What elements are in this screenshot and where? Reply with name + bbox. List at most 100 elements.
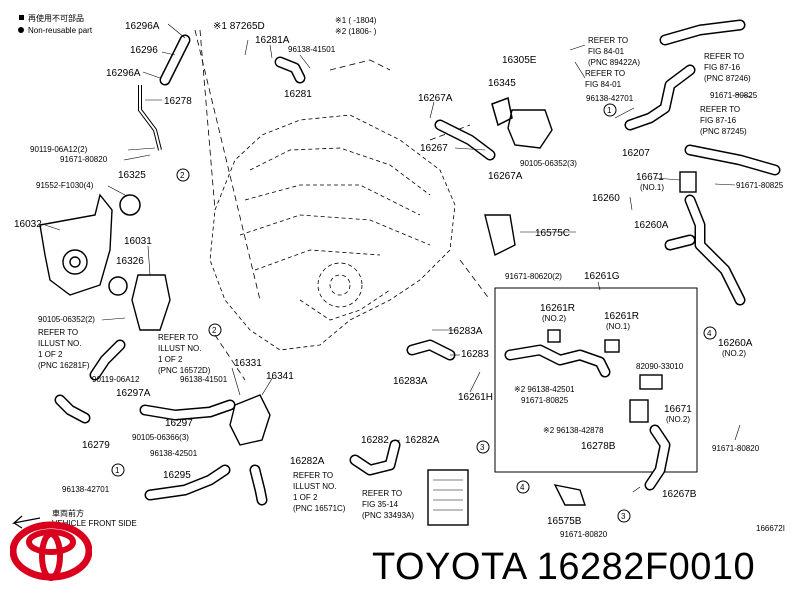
label-16261H: 16261H (458, 392, 493, 403)
label-91671-80820-c: 91671-80820 (712, 444, 760, 453)
label-91671-80825-a: 91671-80825 (710, 91, 758, 100)
part-number: 16282F0010 (536, 546, 756, 588)
label-90119-06A12-b: 90119-06A12 (92, 375, 140, 384)
ref5-line3: (PNC 89422A) (588, 58, 640, 67)
label-16326: 16326 (116, 256, 144, 267)
svg-text:3: 3 (621, 512, 626, 521)
label-16282: 16282 (361, 435, 389, 446)
ref1-line4: (PNC 16281F) (38, 361, 90, 370)
label-16278: 16278 (164, 96, 192, 107)
label-16261G: 16261G (584, 271, 620, 282)
label-16279: 16279 (82, 440, 110, 451)
label-96138-42501-a: 96138-42501 (150, 449, 198, 458)
label-96138-41501-a: 96138-41501 (288, 45, 336, 54)
label-16295: 16295 (163, 470, 191, 481)
label-no1-a: (NO.1) (640, 183, 664, 192)
ref8-line1: REFER TO (700, 105, 740, 114)
leader-lines (44, 23, 753, 493)
ref6-line2: FIG 84-01 (585, 80, 622, 89)
legend: 再使用不可部品 Non-reusable part ※1 ( -1804) ※2… (18, 13, 377, 36)
components (39, 96, 697, 526)
toyota-logo (10, 521, 92, 581)
label-90105-06352-a: 90105-06352(2) (38, 315, 95, 324)
label-90105-06366: 90105-06366(3) (132, 433, 189, 442)
ref8-line2: FIG 87-16 (700, 116, 737, 125)
brand-part-title: TOYOTA 16282F0010 (372, 546, 755, 589)
front-label-jp: 車両前方 (52, 508, 84, 518)
label-16341: 16341 (266, 371, 294, 382)
ref7-line1: REFER TO (704, 52, 744, 61)
ref5-line1: REFER TO (588, 36, 628, 45)
svg-text:2: 2 (212, 326, 217, 335)
label-16671-a: 16671 (636, 172, 664, 183)
front-label-en: VEHICLE FRONT SIDE (52, 519, 137, 528)
label-90119-06A12-a: 90119-06A12(2) (30, 145, 88, 154)
label-16345: 16345 (488, 78, 516, 89)
label-16267B: 16267B (662, 489, 697, 500)
ref3-line2: ILLUST NO. (293, 482, 336, 491)
label-16575B: 16575B (547, 516, 582, 527)
ref5-line2: FIG 84-01 (588, 47, 625, 56)
label-16267A-b: 16267A (488, 171, 523, 182)
label-16283A-b: 16283A (393, 376, 428, 387)
label-82090: 82090-33010 (636, 362, 684, 371)
label-16278B: 16278B (581, 441, 616, 452)
label-16207: 16207 (622, 148, 650, 159)
ref1-line2: ILLUST NO. (38, 339, 81, 348)
label-16305E: 16305E (502, 55, 537, 66)
label-16260: 16260 (592, 193, 620, 204)
label-16031: 16031 (124, 236, 152, 247)
label-91671-80825-b: 91671-80825 (736, 181, 784, 190)
engine-block (194, 29, 491, 381)
label-16261R-b: 16261R (604, 311, 639, 322)
label-16282A-a: 16282A (290, 456, 325, 467)
ref2-line4: (PNC 16572D) (158, 366, 211, 375)
brand-name: TOYOTA (372, 546, 526, 588)
label-16267: 16267 (420, 143, 448, 154)
label-16282A-b: 16282A (405, 435, 440, 446)
label-16281A: 16281A (255, 35, 290, 46)
callouts: 2 2 1 3 4 3 4 1 (111, 103, 717, 523)
label-no2-a: (NO.2) (542, 314, 566, 323)
svg-text:1: 1 (607, 106, 612, 115)
label-91671-80820-a: 91671-80820 (60, 155, 108, 164)
label-16283: 16283 (461, 349, 489, 360)
svg-text:4: 4 (707, 329, 712, 338)
label-16671-b: 16671 (664, 404, 692, 415)
ref2-line3: 1 OF 2 (158, 355, 183, 364)
ref4-line2: FIG 35-14 (362, 500, 399, 509)
label-no2-c: (NO.2) (666, 415, 690, 424)
label-16260A-a: 16260A (634, 220, 669, 231)
ref3-line1: REFER TO (293, 471, 333, 480)
part-labels: 16296A ※1 87265D 16281A 16296 96138-4150… (14, 21, 784, 539)
ref1-line3: 1 OF 2 (38, 350, 63, 359)
legend-non-reusable-en: Non-reusable part (28, 26, 93, 35)
svg-text:3: 3 (480, 443, 485, 452)
ref4-line3: (PNC 33493A) (362, 511, 414, 520)
ref4-line1: REFER TO (362, 489, 402, 498)
label-91671-80620: 91671-80620(2) (505, 272, 562, 281)
label-16297A: 16297A (116, 388, 151, 399)
svg-text:2: 2 (180, 171, 185, 180)
front-arrow-icon (11, 515, 41, 529)
ref2-line1: REFER TO (158, 333, 198, 342)
label-91671-80825-c: 91671-80825 (521, 396, 569, 405)
label-16283A-a: 16283A (448, 326, 483, 337)
legend-non-reusable-jp: 再使用不可部品 (28, 13, 84, 23)
label-16296A-b: 16296A (106, 68, 141, 79)
label-16331: 16331 (234, 358, 262, 369)
hoses (54, 19, 781, 506)
label-96138-41501-b: 96138-41501 (180, 375, 228, 384)
label-16261R-a: 16261R (540, 303, 575, 314)
vehicle-front-indicator: 車両前方 VEHICLE FRONT SIDE (11, 508, 137, 529)
ref2-line2: ILLUST NO. (158, 344, 201, 353)
legend-variant-2: ※2 (1806- ) (335, 27, 377, 36)
svg-text:4: 4 (520, 483, 525, 492)
label-90105-06352-b: 90105-06352(3) (520, 159, 577, 168)
ref7-line3: (PNC 87246) (704, 74, 751, 83)
label-91671-80820-b: 91671-80820 (560, 530, 608, 539)
label-96138-42878: ※2 96138-42878 (543, 426, 604, 435)
ref3-line4: (PNC 16571C) (293, 504, 346, 513)
label-16032: 16032 (14, 219, 42, 230)
